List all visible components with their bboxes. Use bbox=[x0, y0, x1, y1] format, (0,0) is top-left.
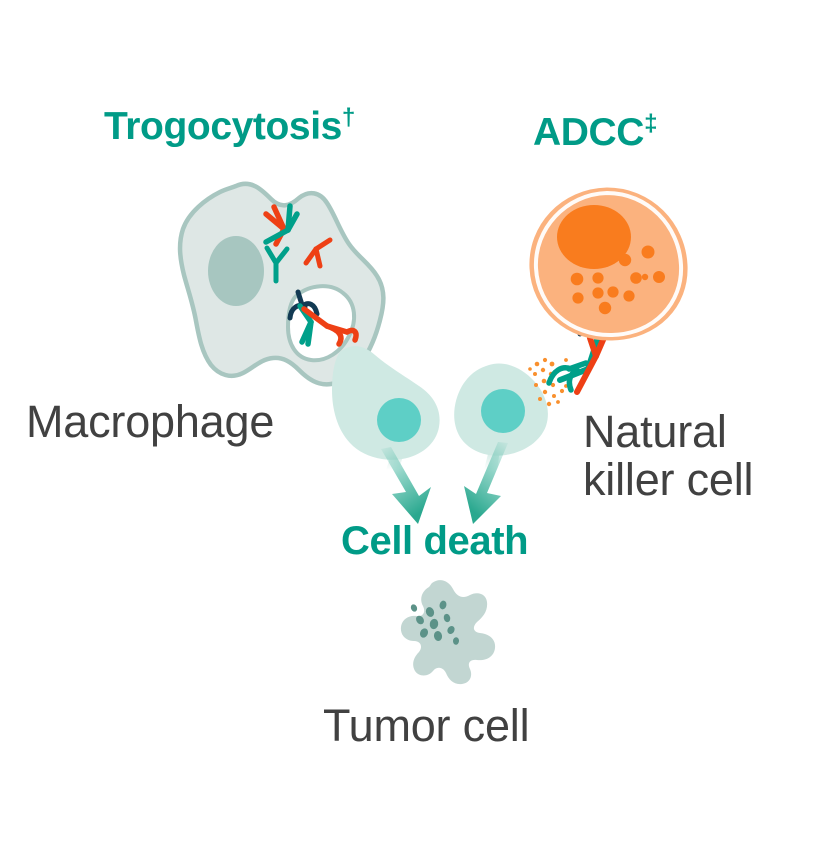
label-nk-line1: Natural bbox=[583, 406, 727, 457]
macrophage-cell bbox=[177, 181, 386, 387]
arrow-to-cell-death-right bbox=[464, 442, 508, 524]
tumor-right-nucleus bbox=[481, 389, 525, 433]
footnote-marker-double-dagger: ‡ bbox=[644, 110, 658, 137]
nk-cell-highlight-ring bbox=[533, 190, 684, 338]
tumor-left-nucleus bbox=[377, 398, 421, 442]
natural-killer-cell bbox=[529, 187, 688, 341]
label-trogocytosis: Trogocytosis† bbox=[104, 104, 355, 148]
antibody-red-free bbox=[303, 237, 333, 269]
arrow-to-cell-death-left bbox=[381, 447, 431, 524]
antibody-red-bound bbox=[301, 306, 359, 347]
antibody-pair-crossed bbox=[263, 203, 300, 247]
label-cell-death: Cell death bbox=[341, 519, 529, 563]
antibody-teal-free bbox=[264, 245, 290, 284]
label-adcc-text: ADCC bbox=[533, 111, 645, 154]
macrophage-nucleus bbox=[208, 236, 264, 306]
label-trogocytosis-text: Trogocytosis bbox=[104, 105, 342, 148]
dead-tumor-nuclear-fragments bbox=[410, 600, 460, 645]
label-nk-line2: killer cell bbox=[583, 453, 754, 505]
footnote-marker-dagger: † bbox=[341, 104, 355, 131]
label-macrophage: Macrophage bbox=[26, 396, 275, 447]
label-tumor-cell: Tumor cell bbox=[323, 700, 530, 751]
nk-cell-nucleus bbox=[557, 205, 631, 269]
tumor-cell-right bbox=[454, 363, 548, 470]
dead-tumor-cell bbox=[400, 580, 496, 685]
label-adcc: ADCC‡ bbox=[533, 110, 658, 154]
nk-cytotoxic-granules bbox=[570, 245, 665, 315]
